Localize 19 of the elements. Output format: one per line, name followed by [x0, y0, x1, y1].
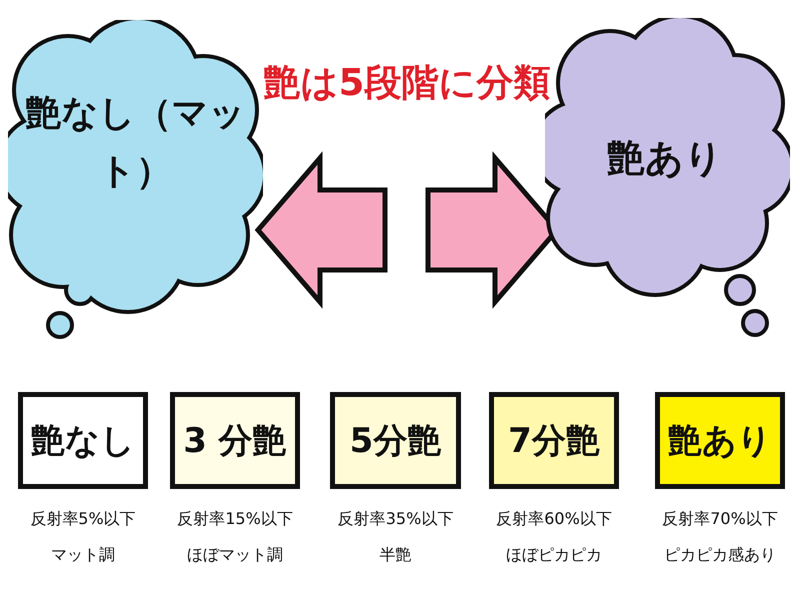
note-text: 半艶 [378, 545, 412, 566]
level-box: 5分艶 [330, 392, 461, 489]
note-text: 反射率60%以下 [495, 509, 613, 530]
level-box: 7分艶 [489, 392, 619, 489]
note-text: マット調 [50, 545, 116, 566]
note-text: 反射率35%以下 [336, 509, 454, 530]
note-text: ほぼピカピカ [505, 545, 603, 566]
cloud-label: 艶あり [606, 135, 724, 182]
cloud-label: 艶なし（マット） [24, 92, 246, 194]
note-text: ほぼマット調 [186, 545, 284, 566]
level-box: 3 分艶 [170, 392, 300, 489]
block-arrow [254, 151, 388, 309]
note-text: 反射率5%以下 [29, 509, 137, 530]
note-text: 反射率15%以下 [176, 509, 294, 530]
level-box: 艶あり [655, 392, 785, 489]
note-text: 反射率70%以下 [661, 509, 779, 530]
level-box: 艶なし [18, 392, 148, 489]
title: 艶は5段階に分類 [262, 60, 552, 106]
note-text: ピカピカ感あり [663, 545, 777, 566]
